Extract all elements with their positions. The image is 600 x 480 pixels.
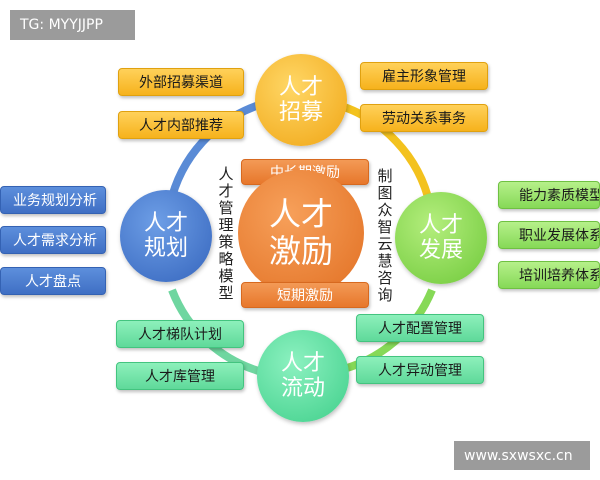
center-circle: 人才 激励 — [238, 170, 364, 296]
watermark-bottom-right: www.sxwsxc.cn — [454, 441, 590, 470]
center-line1: 人才 — [268, 195, 333, 234]
development-item-career: 职业发展体系 — [498, 221, 600, 249]
development-line2: 发展 — [418, 238, 463, 263]
flow-item-succession: 人才梯队计划 — [116, 320, 244, 348]
flow-item-allocation: 人才配置管理 — [356, 314, 484, 342]
flow-line2: 流动 — [280, 376, 325, 401]
watermark-top-left: TG: MYYJJPP — [10, 10, 135, 40]
planning-item-inventory: 人才盘点 — [0, 267, 106, 295]
development-item-competency: 能力素质模型 — [498, 181, 600, 209]
planning-line1: 人才 — [143, 210, 188, 236]
flow-circle: 人才 流动 — [257, 330, 349, 422]
planning-item-business-analysis: 业务规划分析 — [0, 186, 106, 214]
recruit-item-external: 外部招募渠道 — [118, 68, 244, 96]
ring-arc-recruit-development — [333, 100, 434, 206]
center-lower-label: 短期激励 — [241, 282, 369, 308]
development-item-training: 培训培养体系 — [498, 261, 600, 289]
ring-arc-planning-recruit — [166, 100, 264, 206]
recruit-circle: 人才 招募 — [255, 54, 347, 146]
center-line2: 激励 — [268, 232, 333, 270]
recruit-item-employer-brand: 雇主形象管理 — [360, 62, 488, 90]
development-circle: 人才 发展 — [395, 192, 487, 284]
recruit-item-referral: 人才内部推荐 — [118, 111, 244, 139]
planning-circle: 人才 规划 — [120, 190, 212, 282]
flow-item-talent-pool: 人才库管理 — [116, 362, 244, 390]
strategy-vertical-text: 人才管理策略模型 — [218, 165, 234, 302]
recruit-line2: 招募 — [278, 100, 323, 125]
flow-line1: 人才 — [280, 350, 325, 376]
recruit-item-labor-relations: 劳动关系事务 — [360, 104, 488, 132]
planning-item-demand-analysis: 人才需求分析 — [0, 226, 106, 254]
planning-line2: 规划 — [143, 236, 188, 261]
development-line1: 人才 — [418, 212, 463, 238]
consult-vertical-text: 制图众智云慧咨询 — [377, 167, 393, 304]
recruit-line1: 人才 — [278, 74, 323, 100]
flow-item-transfer: 人才异动管理 — [356, 356, 484, 384]
